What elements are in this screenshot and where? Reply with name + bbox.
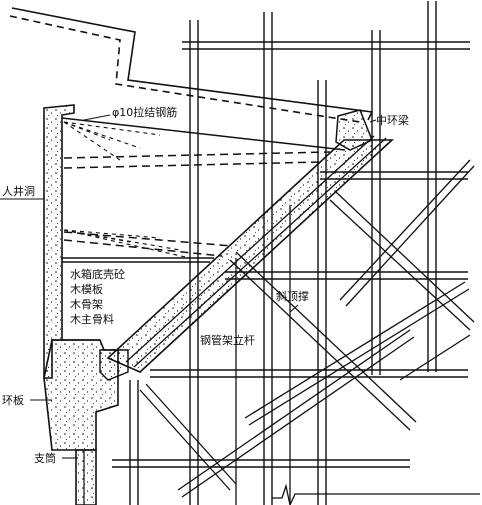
label-steel-pipe-post: 钢管架立杆 — [200, 333, 255, 347]
slab-formwork-layers — [125, 135, 387, 368]
tie-bars-dashed — [63, 121, 191, 259]
slab-end-block — [99, 349, 129, 381]
wood-frame-lines — [61, 117, 346, 341]
label-middle-ring-beam: 中环梁 — [376, 113, 409, 127]
support-tube — [75, 449, 97, 505]
label-formwork-line2: 木模板 — [70, 282, 103, 296]
label-manhole: 人井洞 — [2, 184, 35, 198]
label-tie-bar: φ10拉结钢筋 — [112, 105, 177, 119]
leader-lines — [0, 114, 377, 459]
label-ring-plate: 环板 — [2, 393, 24, 407]
top-shell-dashed-outline — [9, 15, 361, 123]
label-formwork-line1: 水箱底壳砼 — [70, 267, 125, 281]
label-diagonal-brace: 斜顶撑 — [276, 289, 309, 303]
label-support-tube: 支筒 — [34, 451, 56, 465]
scaffold-diagonal-bracing — [139, 159, 475, 498]
formwork-dashed-levels — [63, 151, 331, 257]
top-shell-outline — [11, 7, 374, 121]
scaffold-horizontal-ledgers — [112, 41, 470, 468]
label-formwork-line3: 木骨架 — [70, 298, 103, 311]
manhole-wall — [43, 104, 75, 379]
ground-break-symbol — [272, 483, 480, 505]
middle-ring-beam — [335, 109, 373, 151]
label-formwork-line4: 木主骨料 — [70, 312, 114, 326]
steel-pipe-posts — [235, 205, 291, 505]
